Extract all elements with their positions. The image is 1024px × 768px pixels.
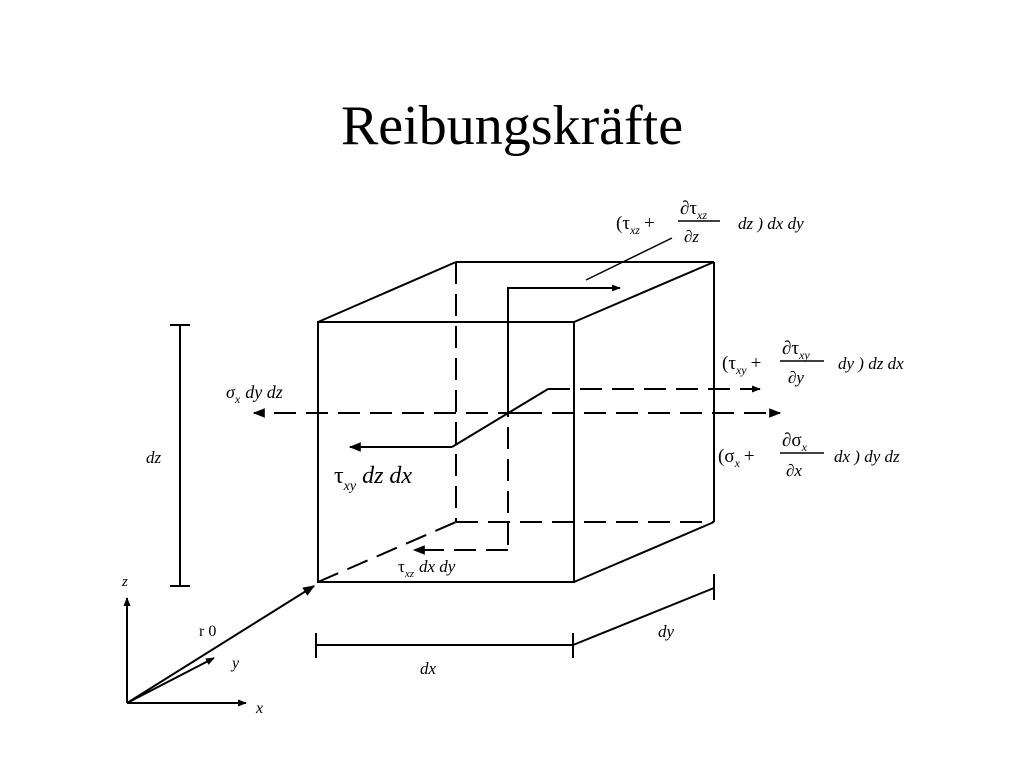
svg-text:∂y: ∂y: [788, 368, 804, 387]
svg-text:(σx+: (σx+: [718, 446, 755, 470]
tau-xy-arrows: [348, 385, 761, 452]
svg-text:∂τxz: ∂τxz: [680, 198, 707, 222]
cube-front-face: [317, 321, 575, 583]
dy-label: dy: [658, 622, 675, 641]
cube-top-right-edge: [573, 261, 715, 323]
cube-hidden-bottom-left-edge: [317, 521, 457, 583]
x-axis-label: x: [255, 700, 263, 717]
dz-dimension: [170, 324, 190, 587]
svg-text:dz ) dx dy: dz ) dx dy: [738, 214, 804, 233]
svg-text:∂z: ∂z: [684, 227, 699, 246]
tau-xz-top-arrow: [507, 237, 673, 395]
r0-label: r 0: [199, 623, 216, 640]
position-vector-r0: [126, 585, 316, 704]
svg-text:∂x: ∂x: [786, 461, 802, 480]
formula-sigma-x-bottom: (σx+ ∂σx ∂x dx ) dy dz: [718, 430, 900, 480]
svg-text:(τxz+: (τxz+: [616, 213, 655, 237]
y-axis-label: y: [230, 655, 240, 672]
cube-top-left-edge: [317, 261, 457, 323]
dx-dimension: [315, 633, 574, 658]
tau-xz-bottom-arrow: [412, 395, 509, 555]
formula-tau-xy-mid: (τxy+ ∂τxy ∂y dy ) dz dx: [722, 338, 904, 387]
coordinate-axes: [123, 585, 316, 707]
dz-label: dz: [146, 448, 162, 467]
cube: [317, 261, 715, 583]
svg-text:∂τxy: ∂τxy: [782, 338, 810, 362]
dy-dimension: [572, 574, 715, 646]
slide-title: Reibungskräfte: [340, 95, 684, 157]
svg-text:dx ) dy dz: dx ) dy dz: [834, 447, 900, 466]
dx-label: dx: [420, 659, 437, 678]
cube-bottom-right-edge: [573, 521, 715, 583]
z-axis-label: z: [121, 574, 128, 590]
y-axis: [126, 657, 215, 704]
svg-text:∂σx: ∂σx: [782, 430, 808, 454]
svg-text:(τxy+: (τxy+: [722, 353, 761, 377]
svg-text:dy ) dz dx: dy ) dz dx: [838, 354, 904, 373]
formula-tau-xz-top: (τxz+ ∂τxz ∂z dz ) dx dy: [616, 198, 804, 246]
